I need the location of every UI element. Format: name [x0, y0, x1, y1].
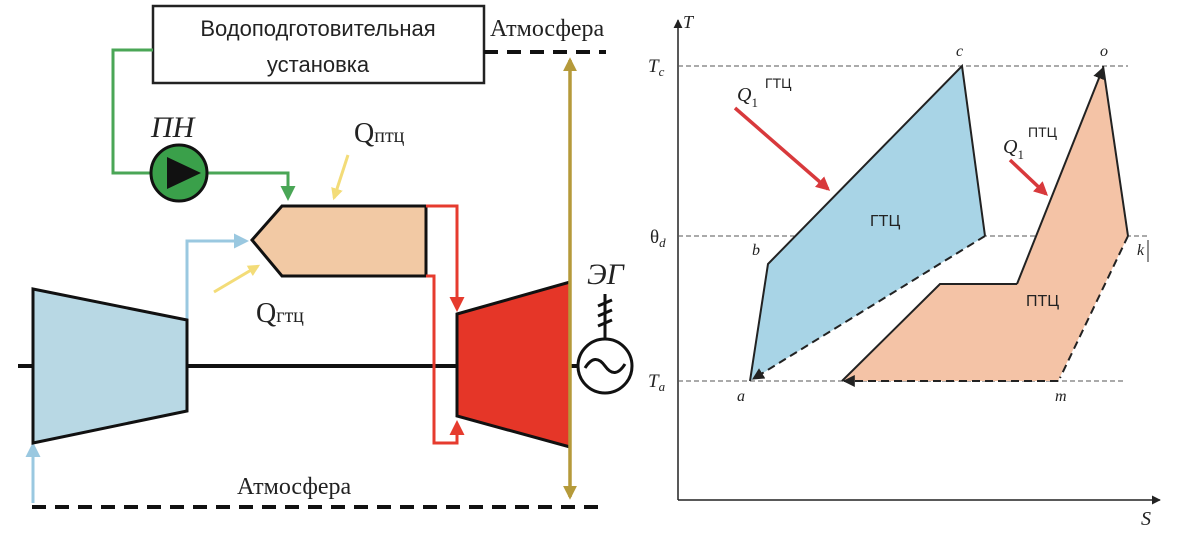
ground-symbol-icon [597, 294, 613, 339]
generator-label: ЭГ [587, 258, 626, 291]
heat-arrow-steam [331, 154, 350, 201]
atmosphere-top-label: Атмосфера [490, 16, 605, 42]
compressed-air-line [185, 233, 249, 320]
steam-cycle-label: ПТЦ [1026, 293, 1059, 310]
q-steam-input-sup: ПТЦ [1028, 124, 1058, 140]
water-treatment-plant: Водоподготовительная установка [151, 4, 486, 85]
level-label-tc: Tc [648, 56, 665, 79]
atmosphere-bottom-label: Атмосфера [237, 474, 352, 500]
water-treatment-box [151, 4, 486, 85]
feedwater-line-out [208, 171, 296, 201]
steam-cycle-heating [1016, 66, 1105, 285]
axis-s-label: S [1141, 508, 1151, 530]
q-gas-input-sup: ГТЦ [765, 75, 792, 91]
point-k: k [1137, 242, 1145, 259]
steam-cycle-outline-left [841, 283, 1017, 382]
steam-cycle-area [842, 66, 1128, 381]
gas-cycle-outline [749, 63, 986, 382]
gas-cycle-area [750, 66, 985, 381]
q-gas-input-label: Q1 [737, 84, 758, 110]
point-a: a [737, 388, 745, 405]
combustion-chamber [250, 204, 428, 278]
steam-heat-input-arrow [1008, 158, 1049, 196]
plant-scheme: Водоподготовительная установка Атмосфера… [18, 4, 634, 509]
point-b: b [752, 242, 760, 259]
gas-cycle-label: ГТЦ [870, 213, 900, 230]
level-label-ta: Ta [648, 371, 666, 394]
steam-cycle-expansion [1102, 65, 1129, 237]
level-label-td: θd [650, 227, 666, 250]
q-steam-input-label: Q1 [1003, 136, 1024, 162]
gas-cycle-heat-rejection [751, 235, 986, 380]
feedwater-line-in [111, 48, 153, 175]
compressor [31, 287, 189, 445]
heat-arrow-gas [213, 264, 261, 294]
point-m: m [1055, 388, 1067, 405]
axis-t-label: T [683, 12, 695, 32]
water-treatment-label-line2: установка [267, 52, 370, 77]
point-c: c [956, 43, 963, 60]
generator-sine-icon [583, 358, 627, 374]
q-steam-label: Qптц [354, 118, 405, 149]
gas-heat-input-arrow [733, 106, 831, 191]
turbine [455, 280, 572, 449]
gas-line-to-turbine [426, 204, 465, 312]
ts-diagram: T S Tc θd Ta c o b k a m ГТЦ ПТЦ Q1 [648, 12, 1161, 530]
steam-cycle-dashed-right [1059, 235, 1129, 379]
q-gas-label: Qгтц [256, 298, 304, 329]
pump-triangle-icon [167, 157, 201, 189]
gas-line-return [426, 274, 465, 445]
pump-label: ПН [150, 111, 197, 144]
feed-pump: ПН [149, 111, 209, 203]
point-o: o [1100, 43, 1108, 60]
water-treatment-label-line1: Водоподготовительная [200, 16, 435, 41]
electric-generator: ЭГ [576, 258, 634, 395]
